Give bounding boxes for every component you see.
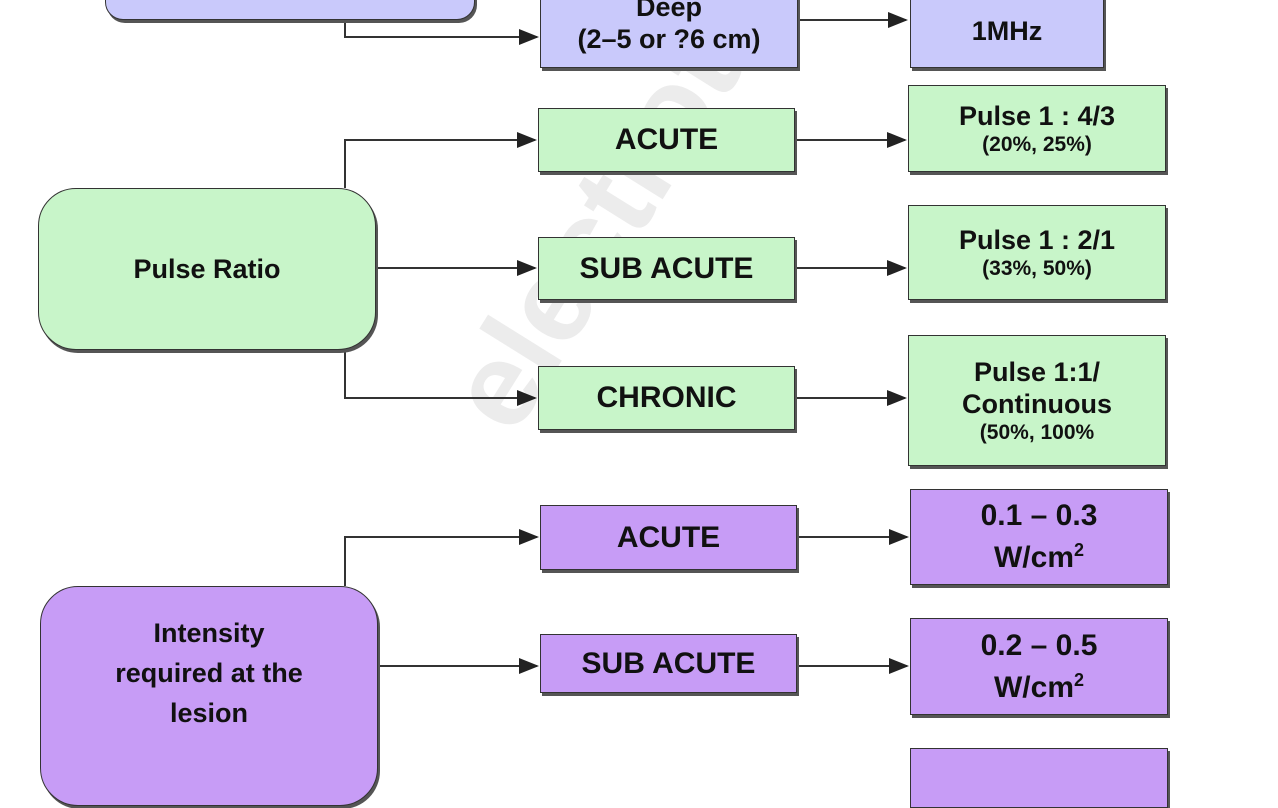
frequency-root-box <box>105 0 475 20</box>
arrow-root-to-deep <box>344 20 539 45</box>
arrow-intensity-to-acute <box>344 529 539 586</box>
intensity-line2: required at the <box>115 658 303 688</box>
pulse-chronic-continuous: Continuous <box>962 388 1112 419</box>
intensity-acute-box: ACUTE <box>540 505 797 570</box>
intensity-subacute-box: SUB ACUTE <box>540 634 797 693</box>
pulse-subacute-value-box: Pulse 1 : 2/1 (33%, 50%) <box>908 205 1166 300</box>
pulse-subacute-box: SUB ACUTE <box>538 237 795 300</box>
intensity-acute-label: ACUTE <box>616 520 721 554</box>
deep-value: 1MHz <box>971 16 1043 46</box>
intensity-line1: Intensity <box>153 618 265 648</box>
deep-value-box: 1MHz <box>910 0 1104 68</box>
pulse-ratio-label: Pulse Ratio <box>133 254 281 284</box>
pulse-acute-label: ACUTE <box>614 123 719 156</box>
intensity-acute-unit: W/cm2 <box>993 540 1085 574</box>
pulse-acute-ratio: Pulse 1 : 4/3 <box>958 100 1116 131</box>
pulse-acute-value-box: Pulse 1 : 4/3 (20%, 25%) <box>908 85 1166 172</box>
deep-label: Deep <box>635 0 703 22</box>
pulse-chronic-label: CHRONIC <box>596 381 737 414</box>
intensity-chronic-value-box <box>910 748 1168 808</box>
arrow-pulse-to-chronic <box>344 350 537 406</box>
intensity-subacute-label: SUB ACUTE <box>581 646 756 680</box>
pulse-ratio-box: Pulse Ratio <box>38 188 376 350</box>
pulse-subacute-percent: (33%, 50%) <box>982 256 1092 280</box>
pulse-subacute-ratio: Pulse 1 : 2/1 <box>958 224 1116 255</box>
arrow-pulse-to-acute <box>344 132 537 188</box>
pulse-chronic-percent: (50%, 100% <box>979 420 1095 444</box>
intensity-acute-range: 0.1 – 0.3 <box>980 499 1098 532</box>
pulse-chronic-ratio: Pulse 1:1/ <box>973 356 1101 387</box>
intensity-subacute-unit: W/cm2 <box>993 669 1085 704</box>
pulse-chronic-box: CHRONIC <box>538 366 795 430</box>
intensity-acute-value-box: 0.1 – 0.3 W/cm2 <box>910 489 1168 585</box>
pulse-acute-percent: (20%, 25%) <box>982 132 1092 156</box>
intensity-box: Intensity required at the lesion <box>40 586 378 806</box>
deep-box: Deep (2–5 or ?6 cm) <box>540 0 798 68</box>
intensity-line3: lesion <box>169 698 249 728</box>
pulse-acute-box: ACUTE <box>538 108 795 172</box>
connectors <box>344 12 909 674</box>
intensity-subacute-value-box: 0.2 – 0.5 W/cm2 <box>910 618 1168 715</box>
pulse-chronic-value-box: Pulse 1:1/ Continuous (50%, 100% <box>908 335 1166 466</box>
deep-range: (2–5 or ?6 cm) <box>577 24 761 54</box>
pulse-subacute-label: SUB ACUTE <box>579 251 754 285</box>
intensity-subacute-range: 0.2 – 0.5 <box>980 628 1098 662</box>
